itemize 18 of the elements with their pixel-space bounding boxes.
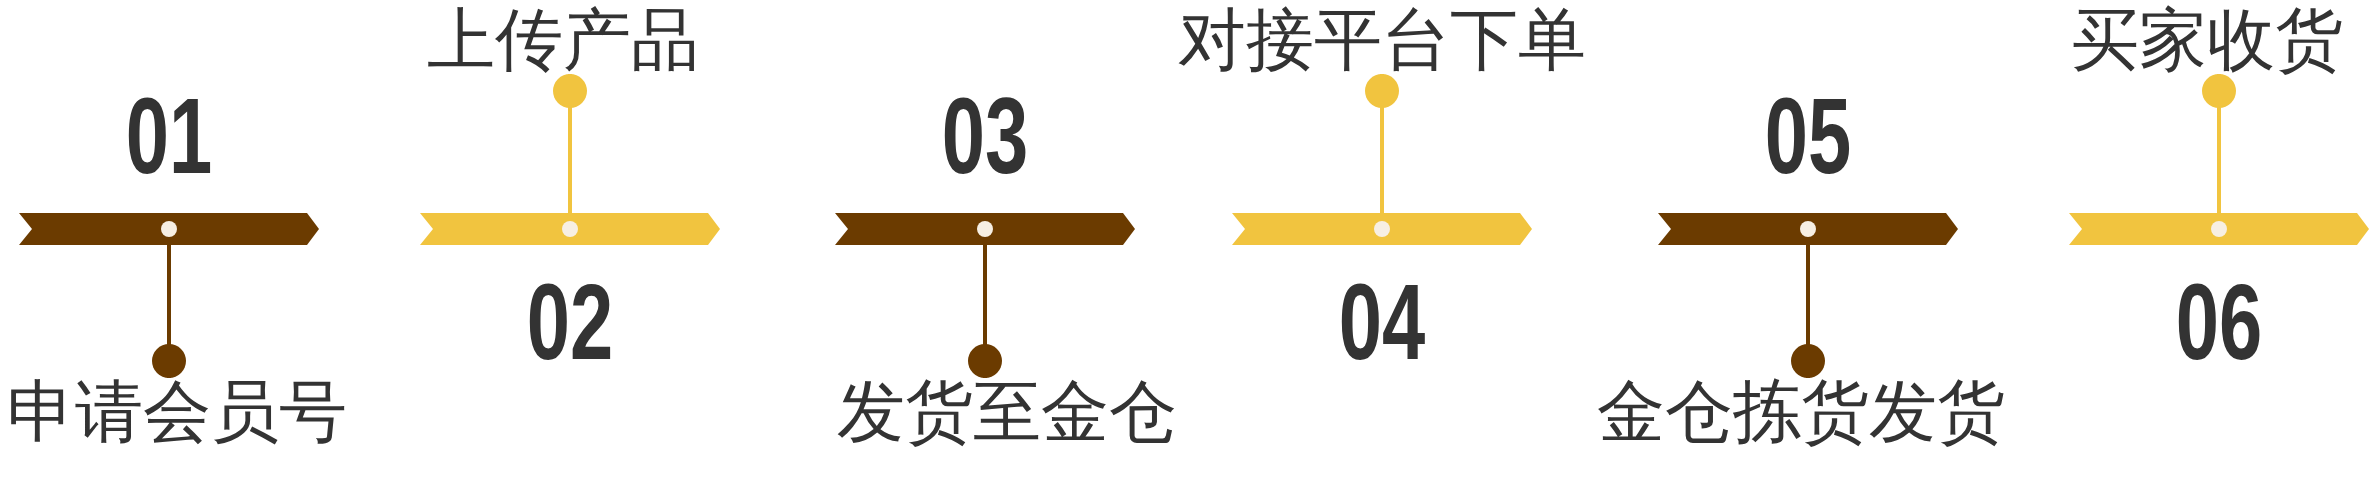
step-number: 03 [941, 82, 1029, 190]
step-number: 04 [1338, 268, 1426, 376]
leader-line [553, 74, 587, 213]
leader-line [968, 245, 1002, 378]
step-number: 02 [526, 268, 614, 376]
step-label: 金仓拣货发货 [1597, 378, 2005, 446]
step-label: 发货至金仓 [837, 378, 1177, 446]
leader-line [1365, 74, 1399, 213]
step-label: 申请会员号 [7, 378, 347, 446]
leader-line [152, 245, 186, 378]
step-label: 对接平台下单 [1178, 6, 1586, 74]
step-number: 05 [1764, 82, 1852, 190]
step-number: 01 [125, 82, 213, 190]
leader-line [1791, 245, 1825, 378]
leader-line [2202, 74, 2236, 213]
step-label: 上传产品 [427, 6, 699, 74]
step-label: 买家收货 [2071, 6, 2343, 74]
step-number: 06 [2175, 268, 2263, 376]
